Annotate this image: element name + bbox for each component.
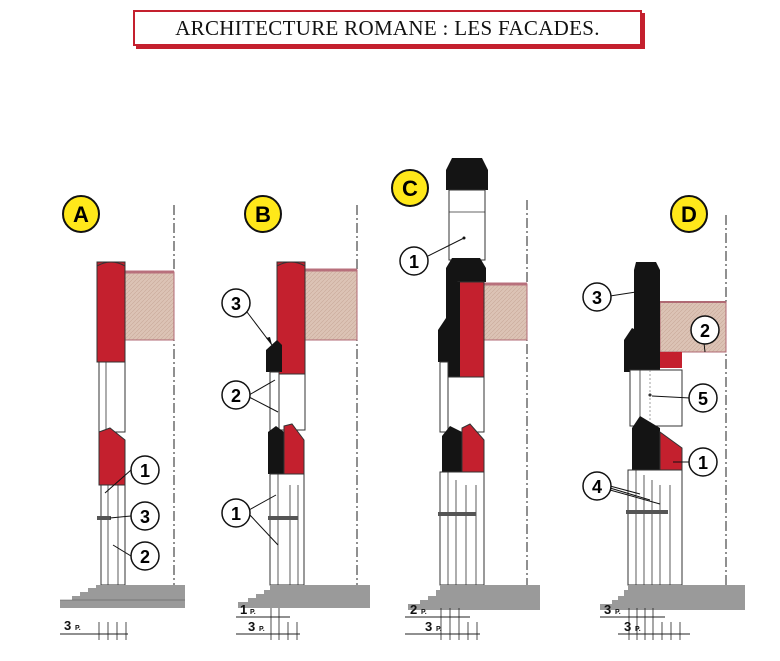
section-d-callout-1: 1 xyxy=(698,453,708,473)
section-d-callout-3: 3 xyxy=(592,288,602,308)
section-c-beam xyxy=(483,283,528,341)
section-b-callout-1: 1 xyxy=(231,504,241,524)
section-a-upper-wall xyxy=(96,261,126,363)
section-b-badge xyxy=(244,195,282,233)
section-d-scale-2-number: 3 xyxy=(624,619,631,634)
section-b: 1 P. 3 P. B 3 2 1 xyxy=(221,195,370,640)
section-d-scale-1-number: 3 xyxy=(604,602,611,617)
page-title: ARCHITECTURE ROMANE : LES FACADES. xyxy=(175,15,600,40)
section-b-callout-2: 2 xyxy=(231,386,241,406)
section-c-scale-2-unit: P. xyxy=(436,626,442,633)
section-d-callout-2: 2 xyxy=(700,321,710,341)
section-c-scale-1-number: 2 xyxy=(410,602,417,617)
title-box: ARCHITECTURE ROMANE : LES FACADES. xyxy=(133,10,642,46)
section-b-scale-2-unit: P. xyxy=(259,626,265,633)
section-b-scale-1-number: 1 xyxy=(240,602,247,617)
section-a-callout-1: 1 xyxy=(140,461,150,481)
section-a-scale-1-unit: P. xyxy=(75,625,81,632)
section-d-badge xyxy=(670,195,708,233)
section-c-scale-1-unit: P. xyxy=(421,609,427,616)
section-c-scale-2-number: 3 xyxy=(425,619,432,634)
section-c: 2 P. 3 P. C 1 xyxy=(391,158,540,640)
section-c-upper-wall xyxy=(457,281,485,378)
section-a-callout-3: 3 xyxy=(140,507,150,527)
section-c-letter: C xyxy=(402,176,418,201)
section-d: 3 P. 3 P. D 3 2 5 1 xyxy=(582,195,745,640)
section-a-lower-wall xyxy=(98,427,126,486)
section-b-scale-2-number: 3 xyxy=(248,619,255,634)
section-b-callout-3: 3 xyxy=(231,294,241,314)
section-d-scale-1-unit: P. xyxy=(615,609,621,616)
section-a-badge xyxy=(62,195,100,233)
section-d-callout-5: 5 xyxy=(698,389,708,409)
section-a: 3 P. A 1 3 2 xyxy=(60,195,185,640)
section-d-upper-wall xyxy=(634,262,660,370)
section-d-callout-4: 4 xyxy=(592,477,602,497)
section-c-badge xyxy=(391,169,429,207)
section-a-scale-1-number: 3 xyxy=(64,618,71,633)
section-d-letter: D xyxy=(681,202,697,227)
section-a-beam xyxy=(123,271,175,341)
section-a-callout-2: 2 xyxy=(140,547,150,567)
section-c-callout-1: 1 xyxy=(409,252,419,272)
section-d-scale-2-unit: P. xyxy=(635,626,641,633)
section-a-ground xyxy=(60,585,185,608)
section-b-scale-1-unit: P. xyxy=(250,609,256,616)
section-b-beam xyxy=(303,269,358,341)
section-b-letter: B xyxy=(255,202,271,227)
section-a-letter: A xyxy=(73,202,89,227)
